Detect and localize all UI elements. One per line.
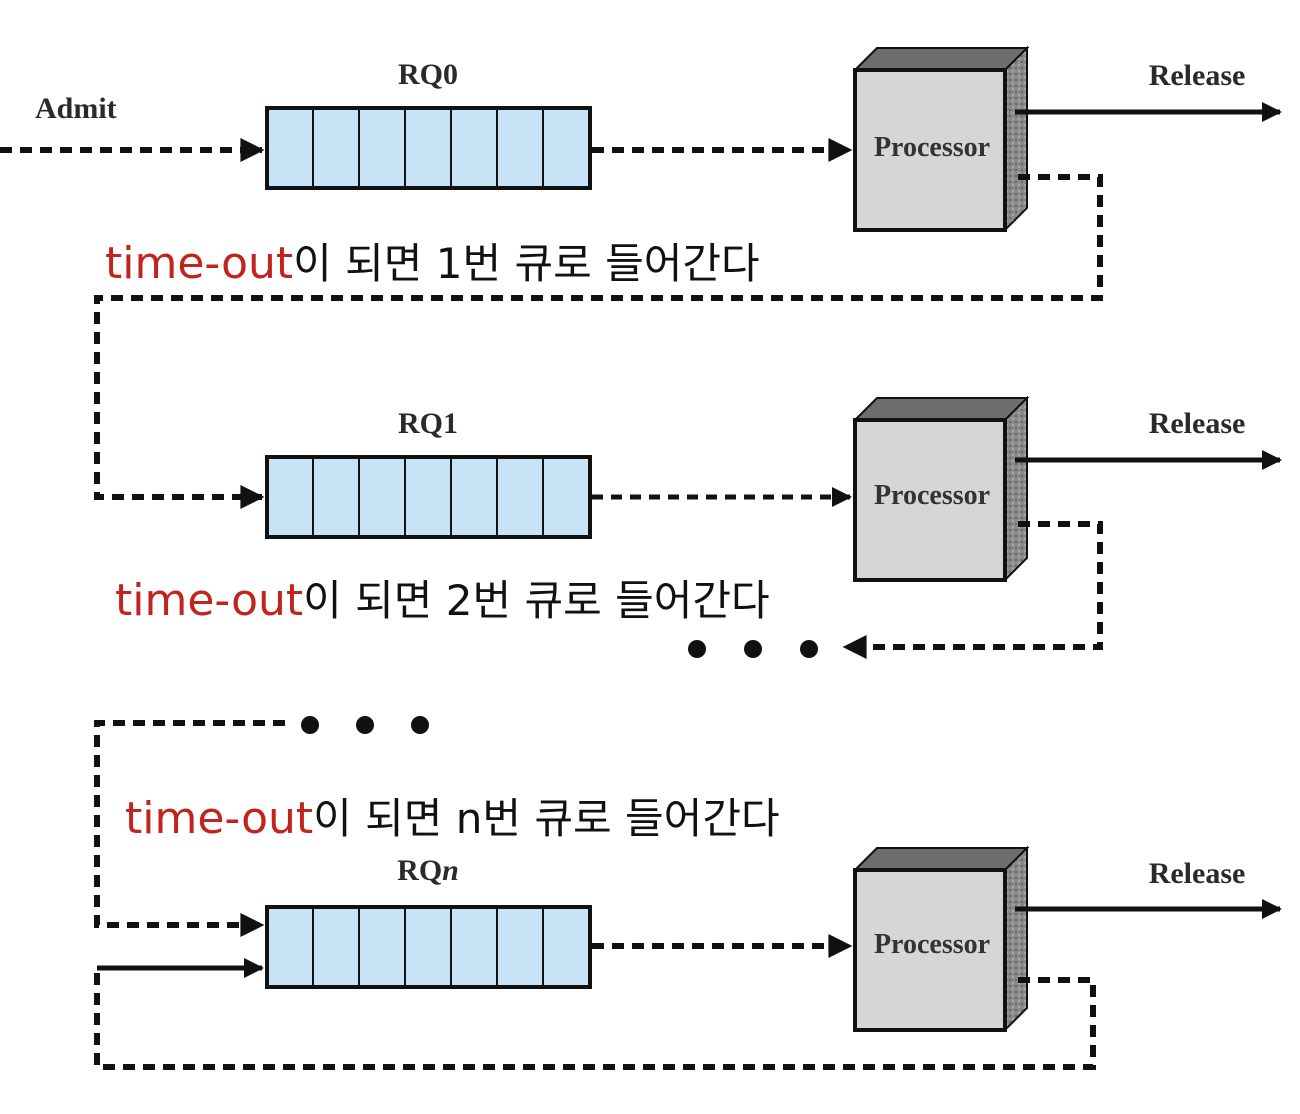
processor-label: Processor bbox=[874, 929, 990, 960]
release-label-0: Release bbox=[1149, 59, 1246, 92]
processor-1: Processor bbox=[852, 395, 1030, 583]
row-rqn: time-out이 되면 n번 큐로 들어간다 RQn Processor Re… bbox=[94, 716, 1282, 1070]
queue-label-rqn: RQn bbox=[397, 854, 459, 887]
timeout-loop-n bbox=[94, 968, 1096, 1070]
release-label-1: Release bbox=[1149, 407, 1246, 440]
queue-rq1 bbox=[265, 455, 592, 539]
row-rq0: Admit RQ0 Processor Release time-out이 되면… bbox=[0, 45, 1282, 509]
ellipsis-dots-2 bbox=[301, 716, 429, 734]
release-label-n: Release bbox=[1149, 857, 1246, 890]
queue-label-rq1: RQ1 bbox=[398, 407, 458, 440]
ellipsis-dots-1 bbox=[688, 640, 818, 658]
processor-n: Processor bbox=[852, 845, 1030, 1033]
annotation-1: time-out이 되면 2번 큐로 들어간다 bbox=[115, 575, 770, 626]
admit-label: Admit bbox=[35, 92, 117, 125]
annotation-2: time-out이 되면 n번 큐로 들어간다 bbox=[125, 793, 780, 844]
queue-rqn bbox=[265, 905, 592, 989]
processor-label: Processor bbox=[874, 132, 990, 163]
annotation-0: time-out이 되면 1번 큐로 들어간다 bbox=[105, 238, 760, 289]
queue-rq0 bbox=[265, 106, 592, 190]
timeout-feedback-1 bbox=[842, 521, 1103, 659]
timeout-feedback-0 bbox=[94, 174, 1103, 509]
processor-0: Processor bbox=[852, 45, 1030, 233]
incoming-feedback-n bbox=[94, 720, 285, 937]
row-rq1: RQ1 Processor Release time-out이 되면 2번 큐로… bbox=[115, 395, 1282, 659]
queue-label-rq0: RQ0 bbox=[398, 58, 458, 91]
processor-label: Processor bbox=[874, 480, 990, 511]
